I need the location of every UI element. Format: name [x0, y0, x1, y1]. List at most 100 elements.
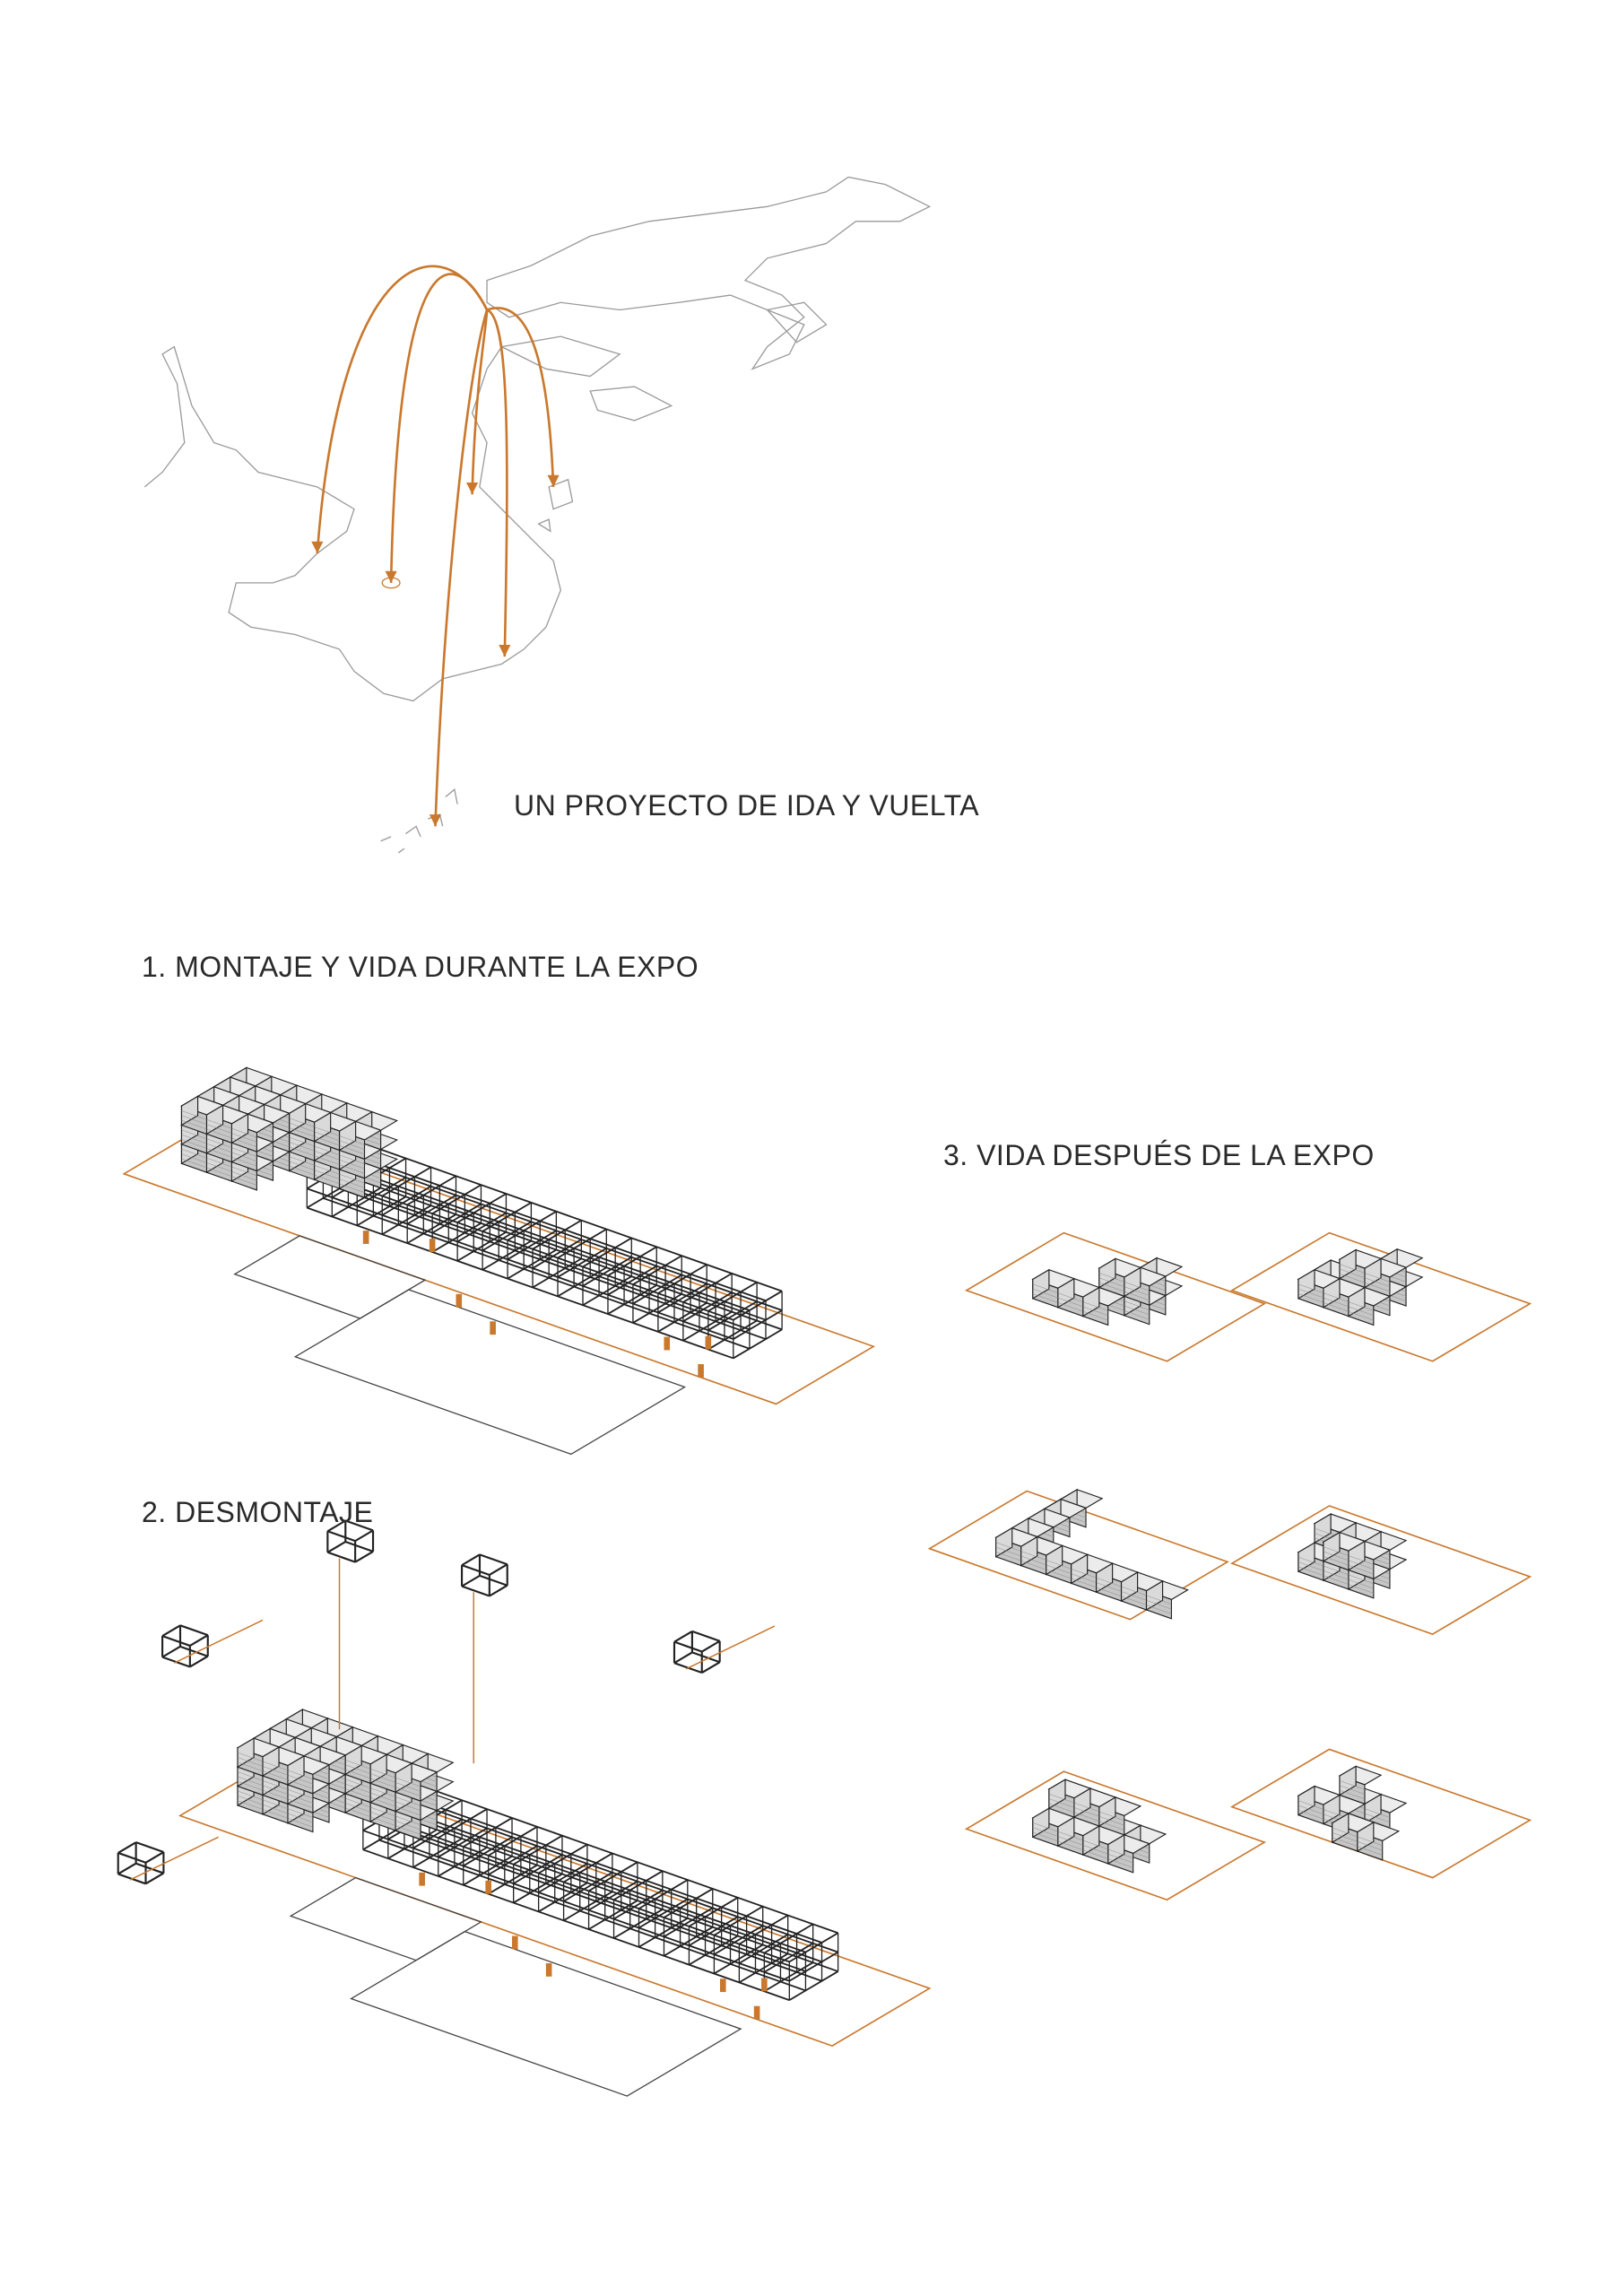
- courtyard-outline: [233, 1235, 427, 1319]
- detached-module-edge: [673, 1630, 693, 1643]
- frame-beam: [738, 1934, 789, 1964]
- frame-beam: [482, 1221, 532, 1252]
- detached-module-edge: [344, 1519, 374, 1532]
- frame-beam: [307, 1187, 734, 1340]
- frame-beam: [557, 1248, 607, 1278]
- module-hatch: [1121, 1591, 1147, 1601]
- module-hatch: [1298, 1566, 1324, 1576]
- frame-beam: [381, 1185, 431, 1216]
- frame-beam: [563, 1872, 613, 1902]
- module-hatch: [287, 1808, 313, 1818]
- route-arc: [434, 309, 489, 827]
- module-hatch: [1339, 1274, 1366, 1283]
- module-hatch: [1073, 1807, 1099, 1817]
- arrowhead-icon: [311, 541, 324, 553]
- module-hatch: [314, 1174, 340, 1185]
- module-hatch: [237, 1796, 264, 1805]
- module-hatch: [1071, 1569, 1097, 1578]
- frame-beam: [707, 1319, 758, 1351]
- module-hatch: [1364, 1808, 1391, 1818]
- module-hatch: [395, 1782, 421, 1792]
- map-outline-canary: [380, 787, 458, 854]
- module-hatch: [262, 1780, 289, 1790]
- module-hatch: [1124, 1300, 1150, 1310]
- module-hatch: [1323, 1551, 1349, 1561]
- frame-beam: [355, 1178, 783, 1331]
- module-hatch: [262, 1785, 289, 1795]
- person-figure: [485, 1880, 491, 1894]
- person-figure: [456, 1293, 463, 1308]
- frame-beam: [532, 1239, 582, 1269]
- person-figure: [512, 1935, 518, 1950]
- module-hatch: [262, 1789, 289, 1800]
- module-hatch: [995, 1552, 1021, 1561]
- module-hatch: [339, 1183, 365, 1194]
- module-side: [1332, 1812, 1350, 1844]
- module-hatch: [345, 1760, 371, 1770]
- module-hatch: [369, 1812, 396, 1822]
- route-arc: [389, 273, 489, 583]
- module-side: [995, 1526, 1013, 1558]
- module-hatch: [231, 1176, 257, 1186]
- module-hatch: [289, 1165, 315, 1176]
- map-spain-canada: [143, 176, 932, 854]
- frame-beam: [488, 1826, 538, 1857]
- frame-beam: [713, 1925, 764, 1955]
- detached-module-edge: [461, 1553, 481, 1567]
- person-figure: [490, 1321, 496, 1335]
- module-hatch: [1298, 1556, 1324, 1567]
- frame-beam: [378, 1800, 806, 1953]
- module-hatch: [287, 1779, 313, 1789]
- module-hatch: [1082, 1845, 1108, 1855]
- module-hatch: [1124, 1310, 1150, 1320]
- module-hatch: [1364, 1282, 1391, 1292]
- map-outline-balearic: [537, 478, 574, 533]
- module-hatch: [1057, 1292, 1083, 1302]
- module-hatch: [339, 1164, 365, 1174]
- module-hatch: [1098, 1816, 1124, 1826]
- frame-beam: [682, 1273, 733, 1303]
- module-hatch: [181, 1129, 207, 1139]
- module-hatch: [1098, 1282, 1124, 1292]
- frame-beam: [356, 1177, 407, 1207]
- module-hatch: [287, 1774, 313, 1785]
- module-hatch: [1073, 1812, 1099, 1822]
- module-hatch: [231, 1127, 257, 1138]
- frame-beam: [657, 1283, 707, 1314]
- module-hatch: [314, 1155, 340, 1165]
- module-hatch: [1082, 1306, 1108, 1316]
- module-hatch: [181, 1149, 207, 1159]
- module-hatch: [369, 1797, 396, 1807]
- module-hatch: [1348, 1301, 1374, 1311]
- module-hatch: [1048, 1793, 1074, 1804]
- detached-module-edge: [327, 1530, 356, 1543]
- arrowhead-icon: [429, 814, 442, 827]
- frame-beam: [378, 1839, 806, 1992]
- module-hatch: [1298, 1800, 1324, 1810]
- frame-beam: [323, 1178, 751, 1331]
- module-hatch: [1298, 1293, 1324, 1303]
- module-hatch: [339, 1135, 365, 1145]
- frame-beam: [788, 1932, 839, 1963]
- module-hatch: [1071, 1573, 1097, 1583]
- person-figure: [698, 1364, 704, 1378]
- module-hatch: [369, 1792, 396, 1803]
- module-hatch: [1348, 1306, 1374, 1316]
- module-hatch: [231, 1166, 257, 1177]
- frame-beam: [763, 1961, 814, 1993]
- module-hatch: [1348, 1574, 1374, 1584]
- module-hatch: [369, 1778, 396, 1788]
- arrowhead-icon: [466, 482, 479, 495]
- module-hatch: [345, 1764, 371, 1774]
- frame-beam: [355, 1139, 783, 1292]
- module-hatch: [1073, 1802, 1099, 1813]
- module-hatch: [1323, 1570, 1349, 1580]
- module-hatch: [395, 1777, 421, 1787]
- module-hatch: [1057, 1840, 1083, 1850]
- courtyard-outline: [289, 1876, 483, 1961]
- frame-beam: [482, 1202, 532, 1232]
- frame-beam: [323, 1159, 751, 1311]
- map-outline-north: [486, 176, 932, 370]
- after-expo-modules: [927, 1231, 1532, 1901]
